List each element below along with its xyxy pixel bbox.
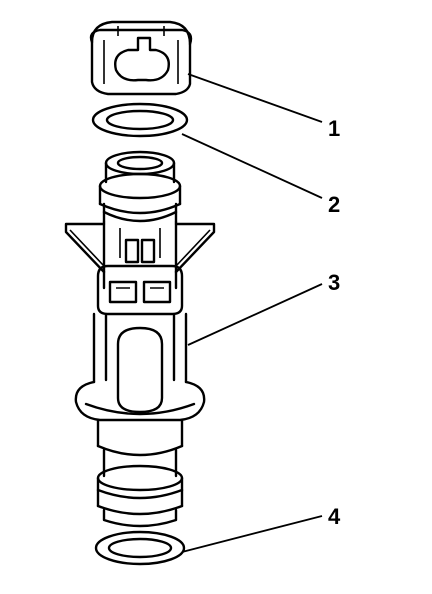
leader-line-1 (187, 73, 323, 123)
leader-line-2 (181, 133, 323, 199)
lower-o-ring (94, 530, 186, 566)
callout-3: 3 (328, 270, 340, 295)
upper-o-ring (91, 102, 189, 138)
callout-2: 2 (328, 192, 340, 217)
leader-line-4 (181, 515, 323, 553)
callout-4: 4 (328, 504, 341, 529)
fuel-injector (64, 150, 216, 528)
callout-1: 1 (328, 116, 340, 141)
leader-line-3 (187, 283, 323, 346)
retainer-clip (89, 20, 193, 96)
